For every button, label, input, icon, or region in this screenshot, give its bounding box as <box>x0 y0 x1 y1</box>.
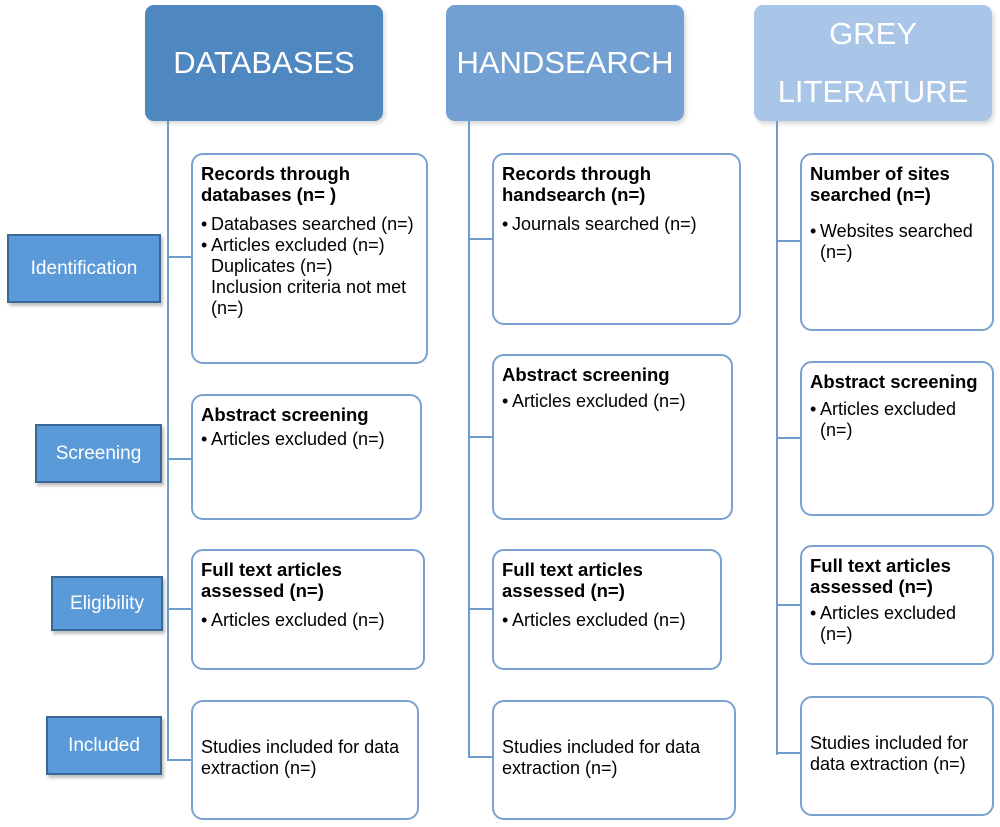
grey-literature-header: GREY LITERATURE <box>754 5 992 121</box>
databases-branch-line <box>167 458 192 460</box>
bullet-item: Articles excluded (n=) <box>810 399 986 441</box>
sub-item: Duplicates (n=) <box>211 256 333 276</box>
grey-literature-header-line-1: GREY <box>829 16 917 51</box>
handsearch-eligibility-box: Full text articles assessed (n=) Article… <box>492 549 722 670</box>
bullet-item: Articles excluded (n=) <box>502 391 725 412</box>
grey-literature-branch-line <box>776 240 801 242</box>
bullet-item: Articles excluded (n=) <box>201 610 417 631</box>
handsearch-branch-line <box>468 608 493 610</box>
grey-literature-screening-box: Abstract screening Articles excluded (n=… <box>800 361 994 516</box>
handsearch-screening-box: Abstract screening Articles excluded (n=… <box>492 354 733 520</box>
stage-identification: Identification <box>7 234 161 303</box>
bullet-item: Journals searched (n=) <box>502 214 733 235</box>
databases-identification-box: Records through databases (n= ) Database… <box>191 153 428 364</box>
box-text: Studies included for data extraction (n=… <box>810 733 969 774</box>
sub-item: Inclusion criteria not met (n=) <box>211 277 407 318</box>
box-title: Number of sites searched (n=) <box>810 163 950 205</box>
grey-literature-branch-line <box>776 604 801 606</box>
bullet-item: Articles excluded (n=) <box>810 603 986 645</box>
box-title: Abstract screening <box>201 404 369 425</box>
grey-literature-eligibility-box: Full text articles assessed (n=) Article… <box>800 545 994 665</box>
box-title: Full text articles assessed (n=) <box>502 559 643 601</box>
box-text: Studies included for data extraction (n=… <box>502 737 701 778</box>
grey-literature-identification-box: Number of sites searched (n=) Websites s… <box>800 153 994 331</box>
bullet-item: Websites searched (n=) <box>810 221 986 263</box>
bullet-item: Databases searched (n=) <box>201 214 420 235</box>
bullet-item: Articles excluded (n=) <box>201 429 414 450</box>
box-title: Abstract screening <box>502 364 670 385</box>
stage-included: Included <box>46 716 162 775</box>
box-title: Records through databases (n= ) <box>201 163 351 205</box>
databases-screening-box: Abstract screening Articles excluded (n=… <box>191 394 422 520</box>
grey-literature-branch-line <box>776 437 801 439</box>
box-title: Full text articles assessed (n=) <box>201 559 342 601</box>
bullet-item: Articles excluded (n=) <box>201 235 420 256</box>
databases-trunk-line <box>167 121 169 761</box>
grey-literature-branch-line <box>776 752 801 754</box>
databases-eligibility-box: Full text articles assessed (n=) Article… <box>191 549 425 670</box>
handsearch-header-line-1: HANDSEARCH <box>456 45 674 81</box>
handsearch-included-box: Studies included for data extraction (n=… <box>492 700 736 820</box>
handsearch-identification-box: Records through handsearch (n=) Journals… <box>492 153 741 325</box>
box-title: Records through handsearch (n=) <box>502 163 652 205</box>
handsearch-trunk-line <box>468 121 470 758</box>
databases-header-line-1: DATABASES <box>173 45 355 81</box>
box-title: Abstract screening <box>810 371 978 392</box>
handsearch-branch-line <box>468 238 493 240</box>
grey-literature-included-box: Studies included for data extraction (n=… <box>800 696 994 816</box>
databases-branch-line <box>167 256 192 258</box>
handsearch-branch-line <box>468 756 493 758</box>
databases-branch-line <box>167 759 192 761</box>
box-text: Studies included for data extraction (n=… <box>201 737 400 778</box>
grey-literature-header-line-2: LITERATURE <box>777 74 969 109</box>
databases-branch-line <box>167 608 192 610</box>
databases-header: DATABASES <box>145 5 383 121</box>
handsearch-header: HANDSEARCH <box>446 5 684 121</box>
handsearch-branch-line <box>468 436 493 438</box>
stage-screening: Screening <box>35 424 162 483</box>
databases-included-box: Studies included for data extraction (n=… <box>191 700 419 820</box>
box-title: Full text articles assessed (n=) <box>810 555 951 597</box>
bullet-item: Articles excluded (n=) <box>502 610 714 631</box>
stage-eligibility: Eligibility <box>51 576 163 631</box>
